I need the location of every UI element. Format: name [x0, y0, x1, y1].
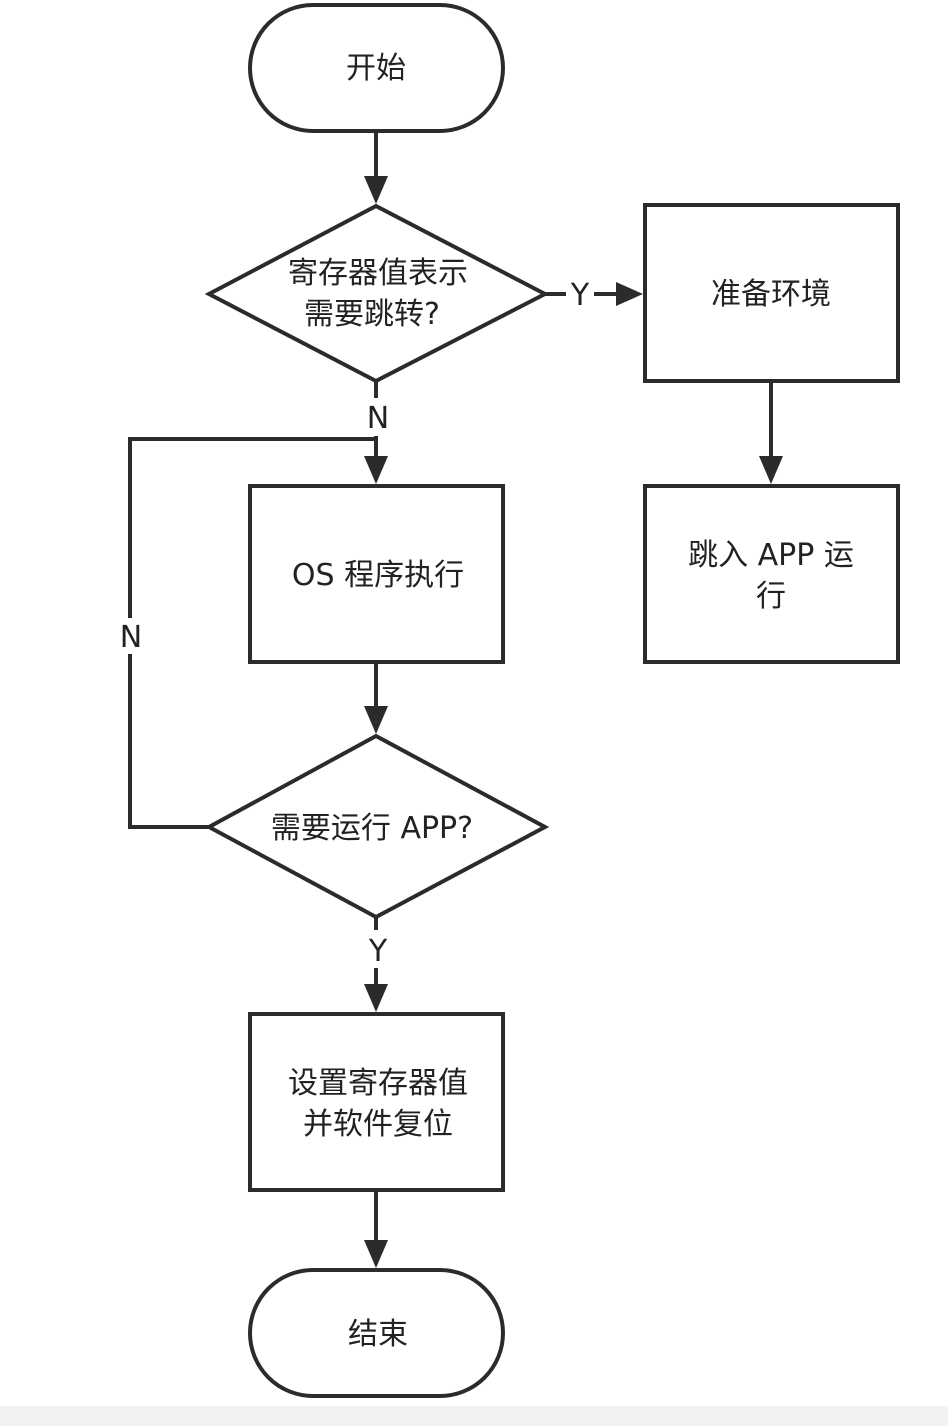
arrow-os-to-decision [364, 662, 388, 734]
loop-label-bg [118, 618, 144, 654]
decision-jump-node[interactable]: 寄存器值表示 需要跳转? [204, 203, 550, 384]
jump-app-label-line1: 跳入 APP 运 [688, 538, 854, 573]
set-reset-label-line2: 并软件复位 [303, 1107, 453, 1142]
arrow-start-to-decision [364, 131, 388, 204]
arrow-prepare-to-jump [759, 381, 783, 484]
edge-label-run-no: N [120, 620, 142, 655]
bottom-strip [0, 1406, 948, 1426]
prepare-env-label: 准备环境 [711, 277, 831, 312]
end-node[interactable]: 结束 [248, 1268, 505, 1398]
edge-label-jump-no: N [367, 401, 389, 436]
start-label: 开始 [346, 51, 406, 86]
os-exec-node[interactable]: OS 程序执行 [248, 484, 505, 664]
set-reset-node[interactable]: 设置寄存器值 并软件复位 [248, 1012, 505, 1192]
start-node[interactable]: 开始 [248, 3, 505, 133]
prepare-env-node[interactable]: 准备环境 [643, 203, 900, 383]
set-reset-label-line1: 设置寄存器值 [288, 1066, 468, 1101]
decision-run-label: 需要运行 APP? [271, 811, 473, 846]
arrow-decision-to-prepare [545, 282, 643, 306]
decision-jump-label-line1: 寄存器值表示 [288, 256, 468, 291]
jump-app-node[interactable]: 跳入 APP 运 行 [643, 484, 900, 664]
jump-app-label-line2: 行 [756, 579, 786, 614]
edge-label-jump-yes: Y [570, 278, 590, 313]
decision-jump-label-line2: 需要跳转? [304, 297, 440, 332]
os-exec-label: OS 程序执行 [292, 558, 464, 593]
arrow-reset-to-end [364, 1190, 388, 1268]
edge-label-run-yes: Y [368, 934, 388, 969]
decision-run-node[interactable]: 需要运行 APP? [204, 733, 550, 920]
arrow-decision-to-reset [364, 917, 388, 1012]
end-label: 结束 [348, 1317, 408, 1352]
